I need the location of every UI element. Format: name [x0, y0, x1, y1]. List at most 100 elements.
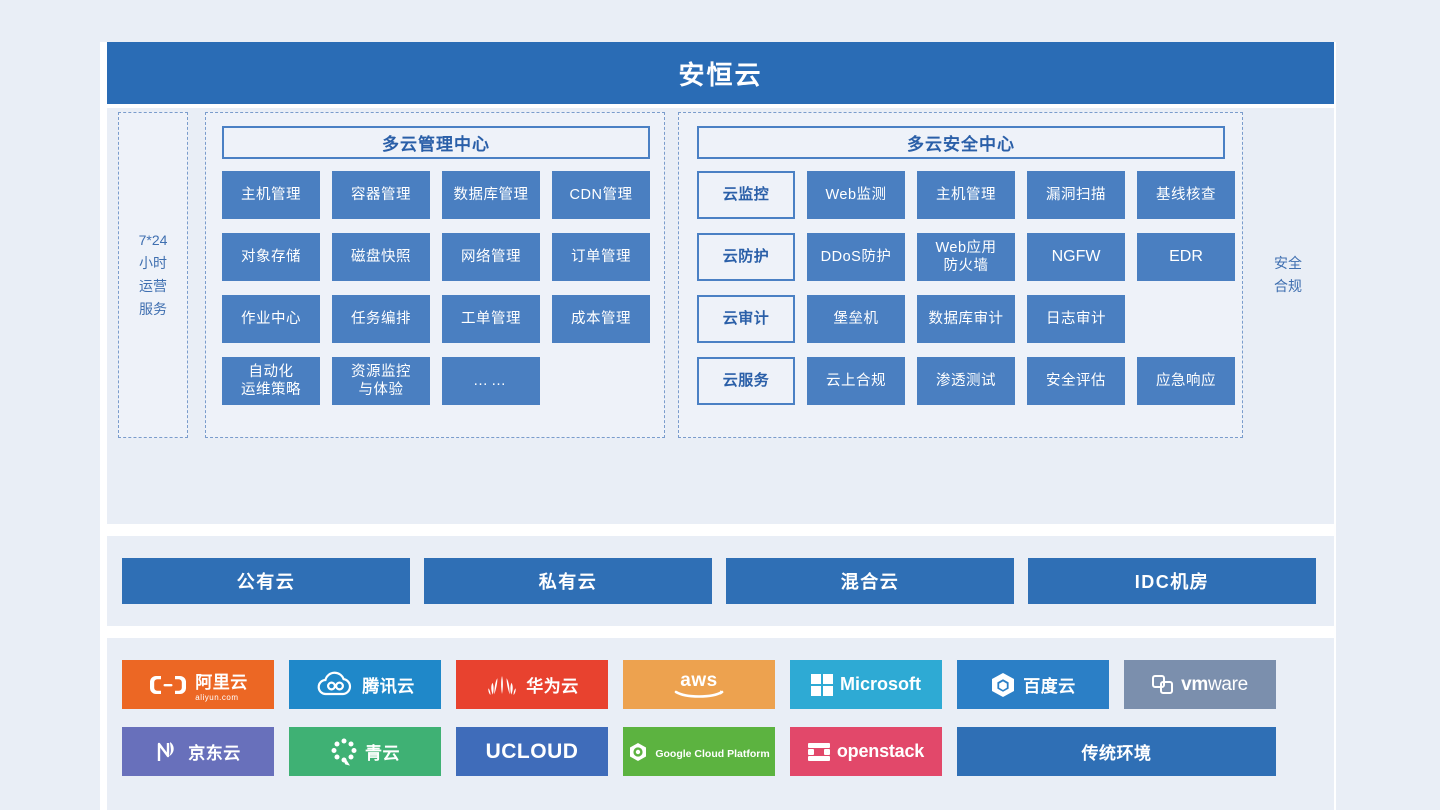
jd-cloud-logo-icon	[155, 739, 181, 765]
security-center-cell[interactable]: 云审计	[697, 295, 795, 343]
management-center-cell[interactable]: 主机管理	[222, 171, 320, 219]
microsoft-logo-icon	[811, 673, 833, 696]
vendor-wordmark: openstack	[837, 741, 924, 762]
security-center-cell-label: 应急响应	[1156, 373, 1216, 389]
management-center-cell[interactable]: 磁盘快照	[332, 233, 430, 281]
vendor-label: Google Cloud Platform	[655, 747, 770, 760]
ops-service-group	[118, 112, 188, 438]
compliance-line-0: 安全	[1274, 255, 1302, 271]
cloud-type-label: 私有云	[538, 572, 598, 592]
vendor-wordmark: vmware	[1181, 674, 1248, 696]
product-header-bar: 安恒云	[107, 42, 1334, 104]
vendor-tile-legacy[interactable]: 传统环境	[957, 727, 1276, 776]
vendor-tile-jd[interactable]: 京东云	[122, 727, 274, 776]
cloud-types-panel: 公有云 私有云 混合云 IDC机房	[107, 536, 1334, 626]
security-center-cell[interactable]: Web应用防火墙	[917, 233, 1015, 281]
vendor-wordmark: Google Cloud Platform	[655, 742, 769, 762]
google-cloud-logo-icon	[628, 742, 648, 762]
management-center-cell-label: 工单管理	[461, 311, 521, 327]
security-center-cell[interactable]: 云服务	[697, 357, 795, 405]
security-center-cell[interactable]: 应急响应	[1137, 357, 1235, 405]
vendor-wordmark: Microsoft	[840, 674, 921, 695]
aws-logo-icon: aws	[668, 668, 730, 702]
security-center-cell-label: 基线核查	[1156, 187, 1216, 203]
vendor-tile-huawei[interactable]: 华为云	[456, 660, 608, 709]
vendor-wordmark: 传统环境	[1082, 739, 1152, 764]
security-center-cell[interactable]: 堡垒机	[807, 295, 905, 343]
security-center-cell[interactable]: DDoS防护	[807, 233, 905, 281]
security-center-cell[interactable]: 主机管理	[917, 171, 1015, 219]
security-center-cell[interactable]: 云防护	[697, 233, 795, 281]
vendor-tile-baidu[interactable]: 百度云	[957, 660, 1109, 709]
security-center-cell[interactable]: 云上合规	[807, 357, 905, 405]
security-center-cell-label: 数据库审计	[928, 311, 1004, 327]
management-center-cell[interactable]: 成本管理	[552, 295, 650, 343]
security-center-cell-label: 安全评估	[1046, 373, 1106, 389]
cloud-type-3[interactable]: IDC机房	[1028, 558, 1316, 604]
cloud-type-2[interactable]: 混合云	[726, 558, 1014, 604]
page-title: 安恒云	[678, 59, 763, 90]
management-center-cell-label: 对象存储	[241, 249, 301, 265]
openstack-logo-icon	[807, 742, 830, 762]
security-center-cell-label: 云监控	[722, 186, 770, 203]
management-center-cell[interactable]: 工单管理	[442, 295, 540, 343]
vendor-tile-openstack[interactable]: openstack	[790, 727, 942, 776]
management-center-cell-label: 磁盘快照	[351, 249, 411, 265]
security-center-cell-label: 漏洞扫描	[1046, 187, 1106, 203]
cloud-type-label: 混合云	[840, 572, 900, 592]
huawei-logo-icon	[485, 672, 519, 698]
management-center-cell[interactable]: CDN管理	[552, 171, 650, 219]
vendor-tile-tencent[interactable]: 腾讯云	[289, 660, 441, 709]
security-center-cell[interactable]: NGFW	[1027, 233, 1125, 281]
vendor-label: 阿里云	[195, 672, 248, 692]
management-center-cell[interactable]: ……	[442, 357, 540, 405]
security-center-cell[interactable]: 日志审计	[1027, 295, 1125, 343]
management-center-cell[interactable]: 对象存储	[222, 233, 320, 281]
security-center-cell[interactable]: Web监测	[807, 171, 905, 219]
cloud-type-0[interactable]: 公有云	[122, 558, 410, 604]
security-center-cell-label: DDoS防护	[820, 249, 892, 265]
management-center-cell[interactable]: 数据库管理	[442, 171, 540, 219]
management-center-cell[interactable]: 自动化运维策略	[222, 357, 320, 405]
management-center-cell[interactable]: 网络管理	[442, 233, 540, 281]
security-center-cell-label: EDR	[1169, 248, 1203, 265]
management-center-cell-label: 作业中心	[241, 311, 301, 327]
vendor-tile-aws[interactable]: aws	[623, 660, 775, 709]
vendor-tile-ucloud[interactable]: UCLOUD	[456, 727, 608, 776]
management-center-cell-label: 网络管理	[461, 249, 521, 265]
management-center-cell[interactable]: 作业中心	[222, 295, 320, 343]
management-center-title: 多云管理中心	[222, 126, 650, 159]
compliance-line-1: 合规	[1274, 278, 1302, 294]
cloud-type-1[interactable]: 私有云	[424, 558, 712, 604]
management-center-cell[interactable]: 订单管理	[552, 233, 650, 281]
security-center-cell[interactable]: 云监控	[697, 171, 795, 219]
vendor-wordmark: 百度云	[1023, 672, 1076, 697]
security-center-cell[interactable]: 渗透测试	[917, 357, 1015, 405]
security-center-cell-label: 渗透测试	[936, 373, 996, 389]
vendor-label: 青云	[365, 744, 400, 763]
management-center-cell-label: 主机管理	[241, 187, 301, 203]
security-center-cell-label: 云防护	[722, 248, 770, 265]
management-center-cell[interactable]: 任务编排	[332, 295, 430, 343]
vendor-tile-microsoft[interactable]: Microsoft	[790, 660, 942, 709]
management-center-cell[interactable]: 资源监控与体验	[332, 357, 430, 405]
security-center-cell[interactable]: EDR	[1137, 233, 1235, 281]
security-center-cell[interactable]: 基线核查	[1137, 171, 1235, 219]
svg-text:aws: aws	[680, 670, 717, 691]
management-center-cell-label: ……	[473, 372, 509, 389]
security-center-cell[interactable]: 安全评估	[1027, 357, 1125, 405]
security-center-cell[interactable]: 漏洞扫描	[1027, 171, 1125, 219]
management-center-cell-label: 订单管理	[571, 249, 631, 265]
vendor-tile-vmware[interactable]: vmware	[1124, 660, 1276, 709]
cloud-type-label: IDC机房	[1134, 572, 1210, 592]
security-center-cell[interactable]: 数据库审计	[917, 295, 1015, 343]
aliyun-logo-icon	[148, 673, 188, 697]
vendor-tile-gcp[interactable]: Google Cloud Platform	[623, 727, 775, 776]
qingcloud-logo-icon	[330, 737, 358, 767]
management-center-cell[interactable]: 容器管理	[332, 171, 430, 219]
vendor-tile-qingcloud[interactable]: 青云	[289, 727, 441, 776]
